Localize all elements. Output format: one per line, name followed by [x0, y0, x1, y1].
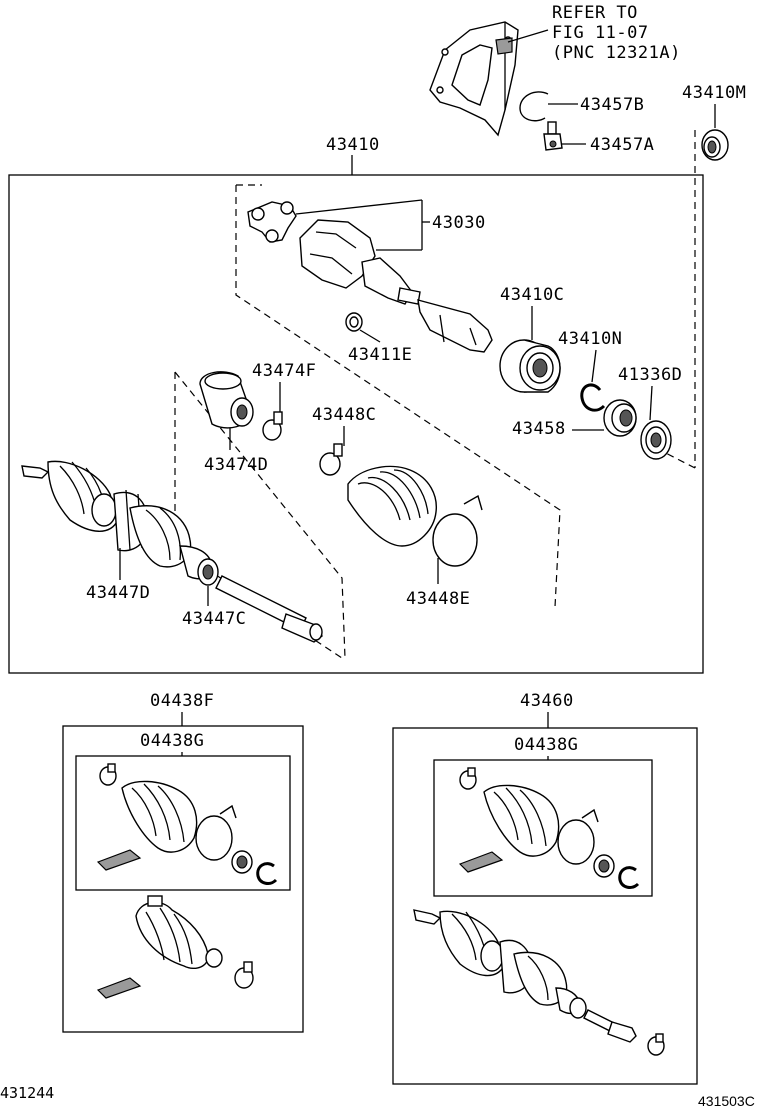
bearing-43410C	[499, 339, 561, 393]
label-43474D: 43474D	[204, 455, 268, 475]
clamp-43448C	[319, 443, 343, 476]
kit-box-04438G-right	[433, 759, 653, 897]
label-43457B: 43457B	[580, 95, 644, 115]
label-43474F: 43474F	[252, 361, 316, 381]
label-04438G-right: 04438G	[514, 735, 578, 755]
snap-ring-43411E	[345, 312, 363, 332]
label-43448E: 43448E	[406, 589, 470, 609]
outboard-joint-43447D	[21, 460, 213, 580]
outboard-housing-43030	[299, 219, 493, 353]
clamp-band-43448E	[432, 494, 483, 567]
bolt-43457A	[543, 121, 563, 151]
tripod-joint	[247, 201, 297, 243]
label-41336D: 41336D	[618, 365, 682, 385]
seal-43410M	[701, 129, 729, 161]
bearing-43458	[603, 399, 637, 437]
refer-note-line3: (PNC 12321A)	[552, 43, 681, 63]
label-43447C: 43447C	[182, 609, 246, 629]
ring-43410N	[580, 383, 606, 412]
footer-left-code: 431244	[0, 1084, 54, 1102]
clamp-43447C	[197, 558, 219, 586]
label-43448C: 43448C	[312, 405, 376, 425]
kit-right-driveshaft	[413, 909, 665, 1056]
label-43410N: 43410N	[558, 329, 622, 349]
kit-right-boot	[458, 767, 640, 889]
boot-inboard	[347, 465, 437, 547]
label-43410M: 43410M	[682, 83, 746, 103]
label-43410: 43410	[326, 135, 380, 155]
refer-note-line2: FIG 11-07	[552, 23, 649, 43]
refer-note-line1: REFER TO	[552, 3, 638, 23]
kit-left-outboard-boot	[96, 895, 254, 999]
clamp-43474F	[262, 411, 283, 441]
label-04438F: 04438F	[150, 691, 214, 711]
axle-shaft	[215, 575, 323, 643]
footer-right-code: 431503C	[698, 1093, 755, 1109]
seal-41336D	[640, 420, 672, 460]
label-43411E: 43411E	[348, 345, 412, 365]
snap-ring-43457B	[519, 91, 549, 122]
assembly-box-43410	[8, 174, 704, 674]
kit-box-04438G-left	[75, 755, 291, 891]
bracket-part	[429, 21, 519, 137]
kit-left-boot	[96, 763, 278, 885]
assembly-box-43460	[392, 727, 698, 1085]
kit-box-04438F	[62, 725, 304, 1033]
label-04438G-left: 04438G	[140, 731, 204, 751]
label-43410C: 43410C	[500, 285, 564, 305]
label-43460: 43460	[520, 691, 574, 711]
label-43447D: 43447D	[86, 583, 150, 603]
label-43030: 43030	[432, 213, 486, 233]
damper-43474D	[199, 371, 254, 429]
label-43457A: 43457A	[590, 135, 654, 155]
label-43458: 43458	[512, 419, 566, 439]
